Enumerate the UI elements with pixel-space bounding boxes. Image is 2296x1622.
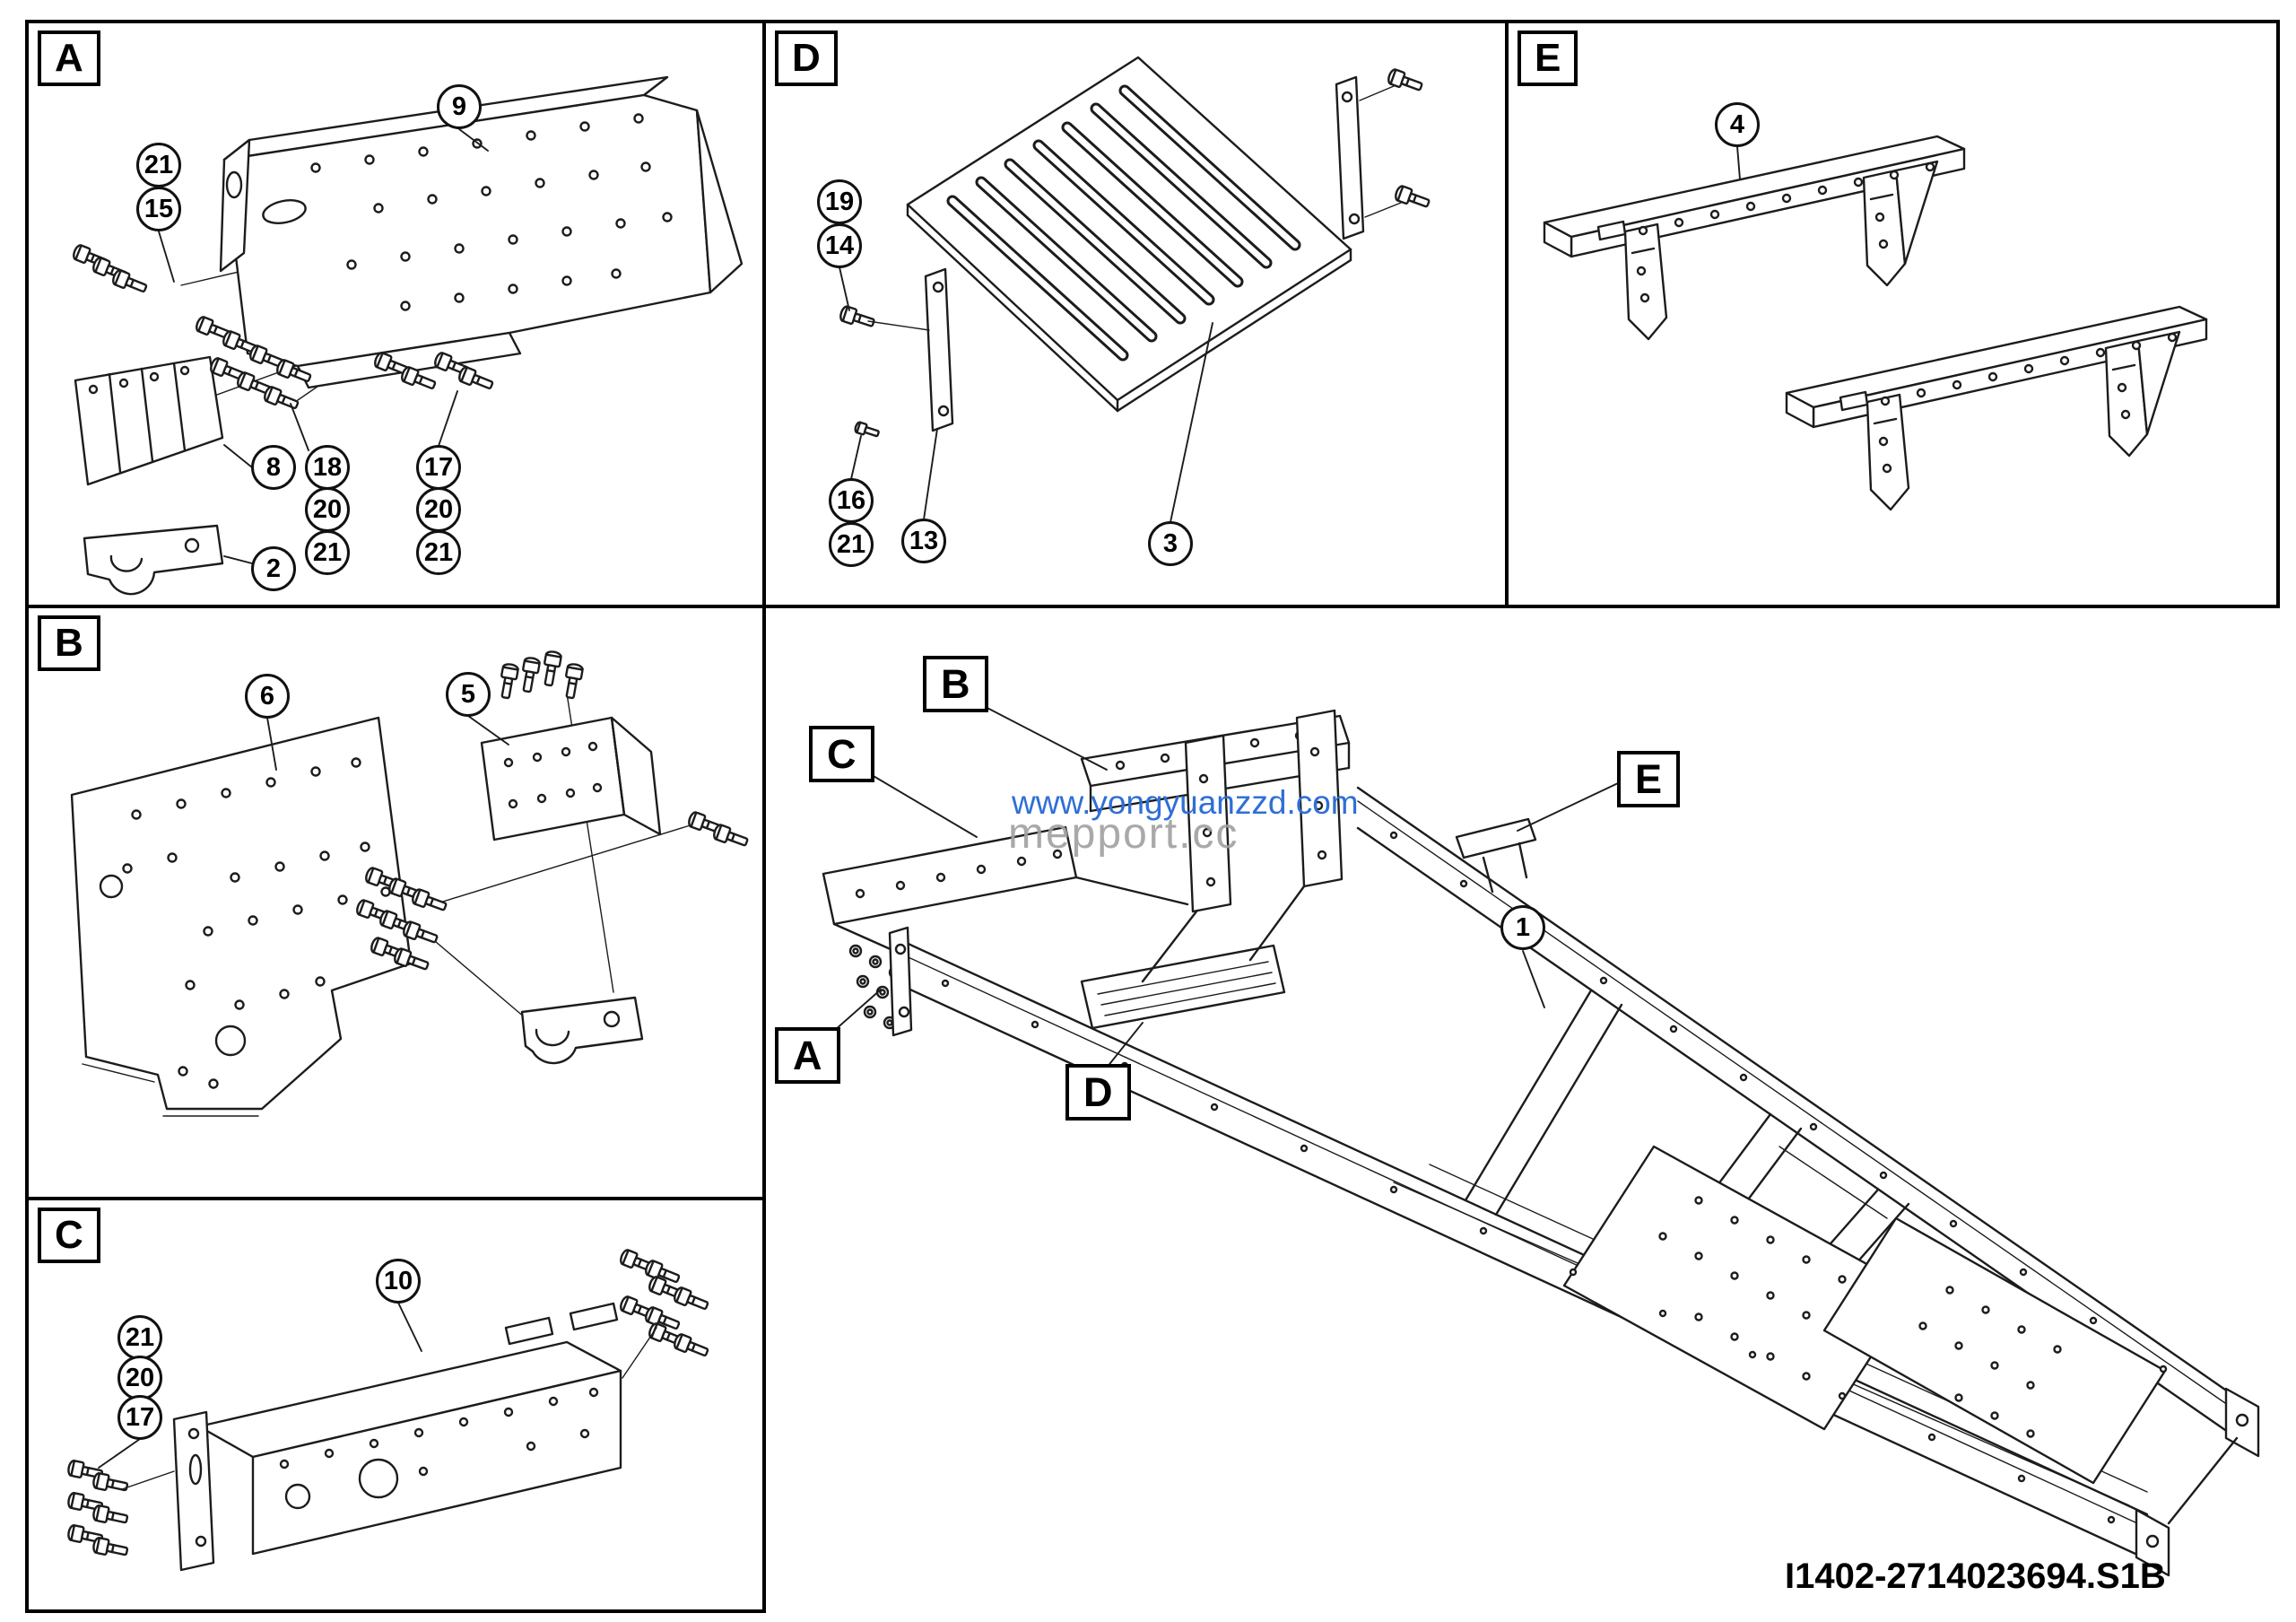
callout-14: 14: [817, 223, 862, 268]
main-ref-label-c: C: [809, 726, 874, 782]
panel-c-drawing: [65, 1247, 711, 1572]
callout-19: 19: [817, 179, 862, 224]
callout-18: 18: [305, 445, 350, 490]
main-ref-label-e: E: [1617, 751, 1681, 807]
callout-21: 21: [117, 1315, 162, 1360]
ref-leader-lines: [826, 702, 1619, 1068]
callout-3: 3: [1148, 521, 1193, 566]
callout-6: 6: [245, 674, 290, 719]
panel-c: C: [25, 1197, 766, 1613]
panel-a-label: A: [38, 31, 100, 86]
main-callout-1: 1: [1500, 905, 1545, 950]
callout-5: 5: [446, 672, 491, 717]
callout-20b: 20: [416, 487, 461, 532]
panel-d: D: [762, 20, 1509, 608]
rear-gusset-plates: [1562, 1145, 2167, 1485]
callout-20: 20: [305, 487, 350, 532]
part-6-plate: [70, 716, 413, 1117]
panel-a: A: [25, 20, 766, 608]
panel-b-label: B: [38, 615, 100, 671]
part-3-plate: [906, 56, 1352, 413]
leader-lines: [158, 128, 489, 564]
part-9-bracket: [219, 75, 744, 389]
part-4-bracket-front: [1543, 135, 1966, 341]
callout-21b: 21: [305, 530, 350, 575]
panel-d-label: D: [775, 31, 838, 86]
panel-e: E 4: [1505, 20, 2280, 608]
main-ref-label-a: A: [775, 1027, 840, 1084]
main-frame-drawing: [822, 702, 2260, 1577]
callout-2: 2: [251, 546, 296, 591]
panel-c-label: C: [38, 1208, 100, 1263]
main-ref-label-b: B: [923, 656, 988, 712]
rear-end-caps: [2135, 1387, 2260, 1577]
watermark-url: www.yongyuanzzd.com: [1012, 784, 1359, 821]
callout-20: 20: [117, 1356, 162, 1400]
panel-b-drawing: [70, 649, 751, 1117]
callout-17: 17: [117, 1395, 162, 1440]
callout-15: 15: [136, 187, 181, 231]
callout-9: 9: [437, 84, 482, 129]
part-4-bracket-rear: [1785, 305, 2208, 511]
panel-d-drawing: [838, 56, 1432, 523]
panel-e-drawing: [1543, 135, 2208, 511]
callout-21: 21: [136, 143, 181, 187]
main-ref-label-d: D: [1065, 1064, 1131, 1121]
part-8-bracket: [74, 355, 224, 486]
e-bracket-on-frame: [1455, 817, 1537, 894]
panel-e-label: E: [1518, 31, 1578, 86]
front-module: [822, 709, 1351, 1030]
leader-lines: [98, 1302, 657, 1490]
leader-lines: [1736, 145, 1741, 180]
panel-a-drawing: [70, 75, 744, 596]
leader-lines: [839, 85, 1402, 523]
callout-4: 4: [1715, 102, 1760, 147]
callout-13: 13: [901, 519, 946, 563]
callout-8: 8: [251, 445, 296, 490]
callout-21: 21: [829, 522, 874, 567]
part-10-crossmember: [172, 1302, 622, 1572]
callout-17: 17: [416, 445, 461, 490]
callout-21c: 21: [416, 530, 461, 575]
part-2-hook: [83, 524, 224, 596]
part-13-strap: [924, 267, 954, 432]
drawing-number: I1402-2714023694.S1B: [1785, 1557, 2166, 1596]
callout-10: 10: [376, 1259, 421, 1304]
hook-bracket: [520, 996, 644, 1065]
watermark-brand: mepport.cc: [1008, 810, 1239, 858]
part-5-plate: [480, 716, 662, 842]
panel-b: B: [25, 605, 766, 1200]
right-strap: [1335, 75, 1365, 240]
callout-16: 16: [829, 478, 874, 523]
leader-lines: [266, 715, 509, 771]
